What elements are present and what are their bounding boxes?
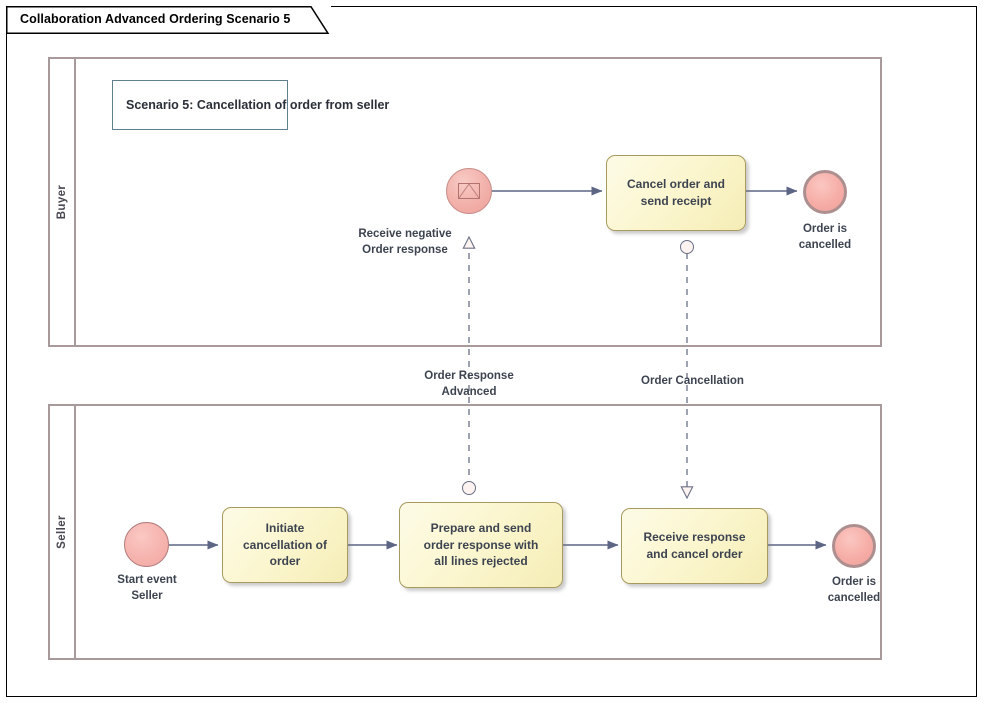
task-prepare-and-send-order-response[interactable]: Prepare and send order response with all… bbox=[399, 502, 563, 588]
end-event-buyer[interactable] bbox=[803, 170, 847, 214]
pool-buyer-label: Buyer bbox=[56, 184, 68, 220]
task-label: Receive response and cancel order bbox=[643, 530, 746, 561]
pool-buyer: Buyer bbox=[48, 57, 882, 347]
message-flow-label-order-cancellation: Order Cancellation bbox=[641, 375, 744, 387]
start-event-seller[interactable] bbox=[124, 522, 169, 567]
message-start-event-label: Receive negative Order response bbox=[358, 228, 452, 257]
task-receive-response-and-cancel-order[interactable]: Receive response and cancel order bbox=[621, 508, 768, 584]
annotation-text: Scenario 5: Cancellation of order from s… bbox=[126, 98, 390, 112]
task-initiate-cancellation-of-order[interactable]: Initiate cancellation of order bbox=[222, 507, 348, 583]
task-cancel-order-and-send-receipt[interactable]: Cancel order and send receipt bbox=[606, 155, 746, 231]
end-event-seller[interactable] bbox=[832, 524, 876, 568]
end-event-buyer-label: Order is cancelled bbox=[798, 223, 852, 252]
pool-seller: Seller bbox=[48, 404, 882, 660]
message-flow-origin-dot-buyer bbox=[680, 240, 694, 254]
annotation-box bbox=[112, 80, 288, 130]
pool-seller-label: Seller bbox=[56, 515, 68, 549]
message-flow-origin-dot-seller bbox=[462, 481, 476, 495]
task-label: Cancel order and send receipt bbox=[626, 177, 726, 208]
task-label: Initiate cancellation of order bbox=[242, 521, 328, 569]
diagram-title: Collaboration Advanced Ordering Scenario… bbox=[20, 12, 291, 26]
start-event-seller-label: Start event Seller bbox=[117, 574, 177, 603]
envelope-icon bbox=[458, 183, 480, 199]
title-tab-shape bbox=[6, 6, 330, 34]
pool-seller-header: Seller bbox=[50, 406, 76, 658]
message-flow-label-order-response-advanced: Order Response Advanced bbox=[424, 370, 514, 399]
diagram-title-tab: Collaboration Advanced Ordering Scenario… bbox=[6, 6, 331, 34]
task-label: Prepare and send order response with all… bbox=[423, 521, 539, 569]
message-start-event[interactable] bbox=[446, 168, 492, 214]
pool-buyer-header: Buyer bbox=[50, 59, 76, 345]
end-event-seller-label: Order is cancelled bbox=[827, 576, 881, 605]
